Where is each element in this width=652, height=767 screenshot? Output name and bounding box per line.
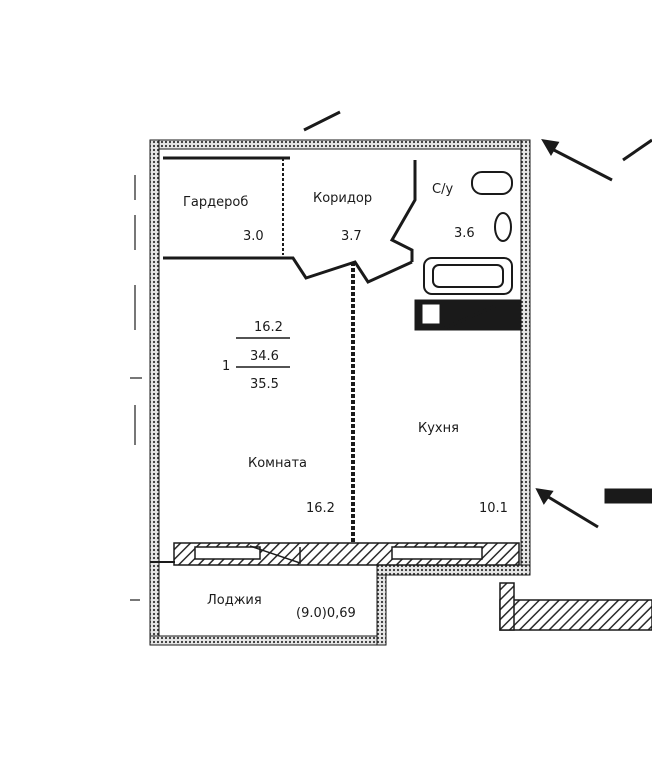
kitchen-area: 10.1 (479, 501, 508, 516)
left-dimension-marks (130, 175, 142, 601)
total-without-loggia: 34.6 (250, 349, 279, 364)
corridor-bottom-wall (163, 256, 413, 284)
wardrobe-name: Гардероб (183, 195, 248, 210)
section-marker-right (544, 493, 599, 529)
total-area: 35.5 (250, 377, 279, 392)
window-2 (391, 546, 483, 560)
toilet-icon (494, 212, 512, 242)
rooms-count: 1 (222, 359, 230, 374)
bathroom-left-wall (389, 160, 417, 262)
exterior-markers (303, 110, 652, 529)
bathroom-name: С/у (432, 182, 453, 197)
bathroom-fixtures (423, 171, 513, 330)
section-marker-top-right (549, 146, 613, 182)
loggia-area: (9.0)0,69 (296, 606, 356, 621)
room-name: Комната (248, 456, 307, 471)
interior-walls (163, 156, 521, 545)
room-area: 16.2 (306, 501, 335, 516)
area-summary: 16.2 1 34.6 35.5 (222, 320, 290, 392)
living-area: 16.2 (254, 320, 283, 335)
wardrobe-area: 3.0 (243, 229, 264, 244)
loggia-name: Лоджия (207, 593, 262, 608)
bathroom-area: 3.6 (454, 226, 475, 241)
room-labels: Гардероб 3.0 Коридор 3.7 С/у 3.6 Комната… (183, 182, 508, 621)
washbasin-icon (471, 171, 513, 195)
kitchen-name: Кухня (418, 421, 459, 436)
window-1 (194, 546, 261, 560)
exterior-slab (499, 582, 652, 631)
outer-walls (149, 139, 531, 646)
pipe-riser-icon (444, 304, 496, 330)
corridor-area: 3.7 (341, 229, 362, 244)
window-strip (150, 542, 520, 566)
corridor-name: Коридор (313, 191, 372, 206)
north-marker (303, 110, 341, 132)
